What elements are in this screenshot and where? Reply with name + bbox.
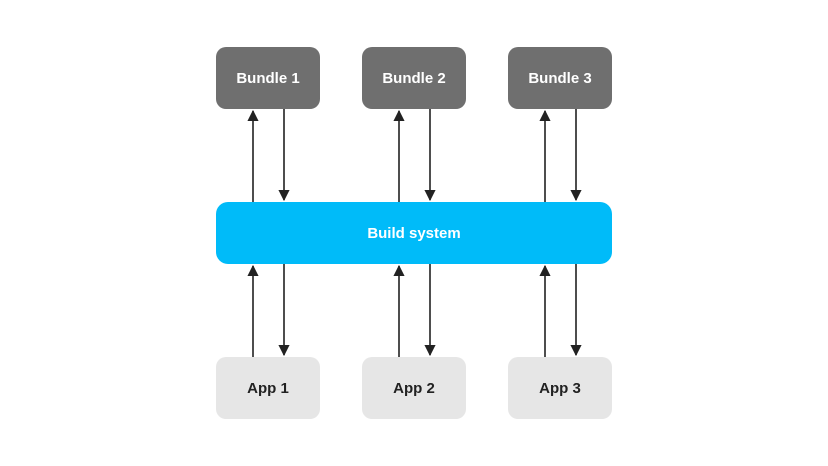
build-system-label: Build system — [367, 224, 461, 242]
bundle-2-node: Bundle 2 — [362, 47, 466, 109]
bundle-1-node: Bundle 1 — [216, 47, 320, 109]
bundle-2-label: Bundle 2 — [382, 69, 446, 87]
bundle-3-node: Bundle 3 — [508, 47, 612, 109]
app-3-label: App 3 — [539, 379, 581, 397]
app-2-label: App 2 — [393, 379, 435, 397]
app-1-node: App 1 — [216, 357, 320, 419]
build-system-node: Build system — [216, 202, 612, 264]
app-1-label: App 1 — [247, 379, 289, 397]
bundle-3-label: Bundle 3 — [528, 69, 592, 87]
app-2-node: App 2 — [362, 357, 466, 419]
bundle-1-label: Bundle 1 — [236, 69, 300, 87]
app-3-node: App 3 — [508, 357, 612, 419]
